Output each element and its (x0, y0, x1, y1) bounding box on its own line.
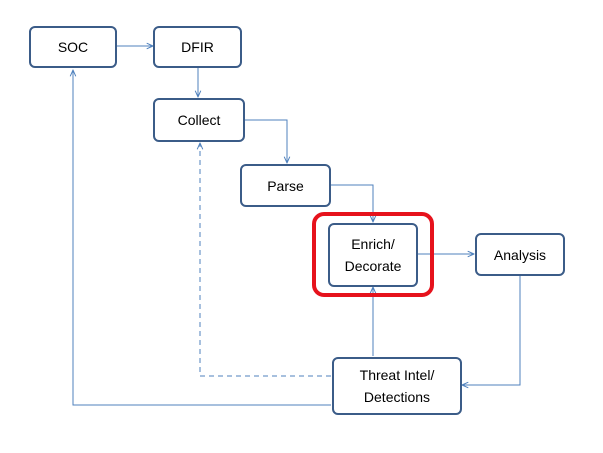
connector-threat-soc (73, 70, 331, 406)
node-analysis: Analysis (475, 233, 565, 276)
connector-threat-collect-dashed (200, 143, 331, 377)
node-enrich-decorate: Enrich/ Decorate (328, 223, 418, 287)
node-threat-intel-detections: Threat Intel/ Detections (332, 357, 462, 415)
node-dfir: DFIR (153, 26, 242, 68)
node-collect: Collect (153, 98, 245, 142)
highlight-box (312, 212, 434, 297)
connector-collect-parse (245, 119, 287, 163)
node-soc: SOC (29, 26, 117, 68)
connector-parse-enrich (331, 184, 373, 222)
node-parse: Parse (240, 164, 331, 207)
connector-analysis-threat (462, 276, 521, 385)
